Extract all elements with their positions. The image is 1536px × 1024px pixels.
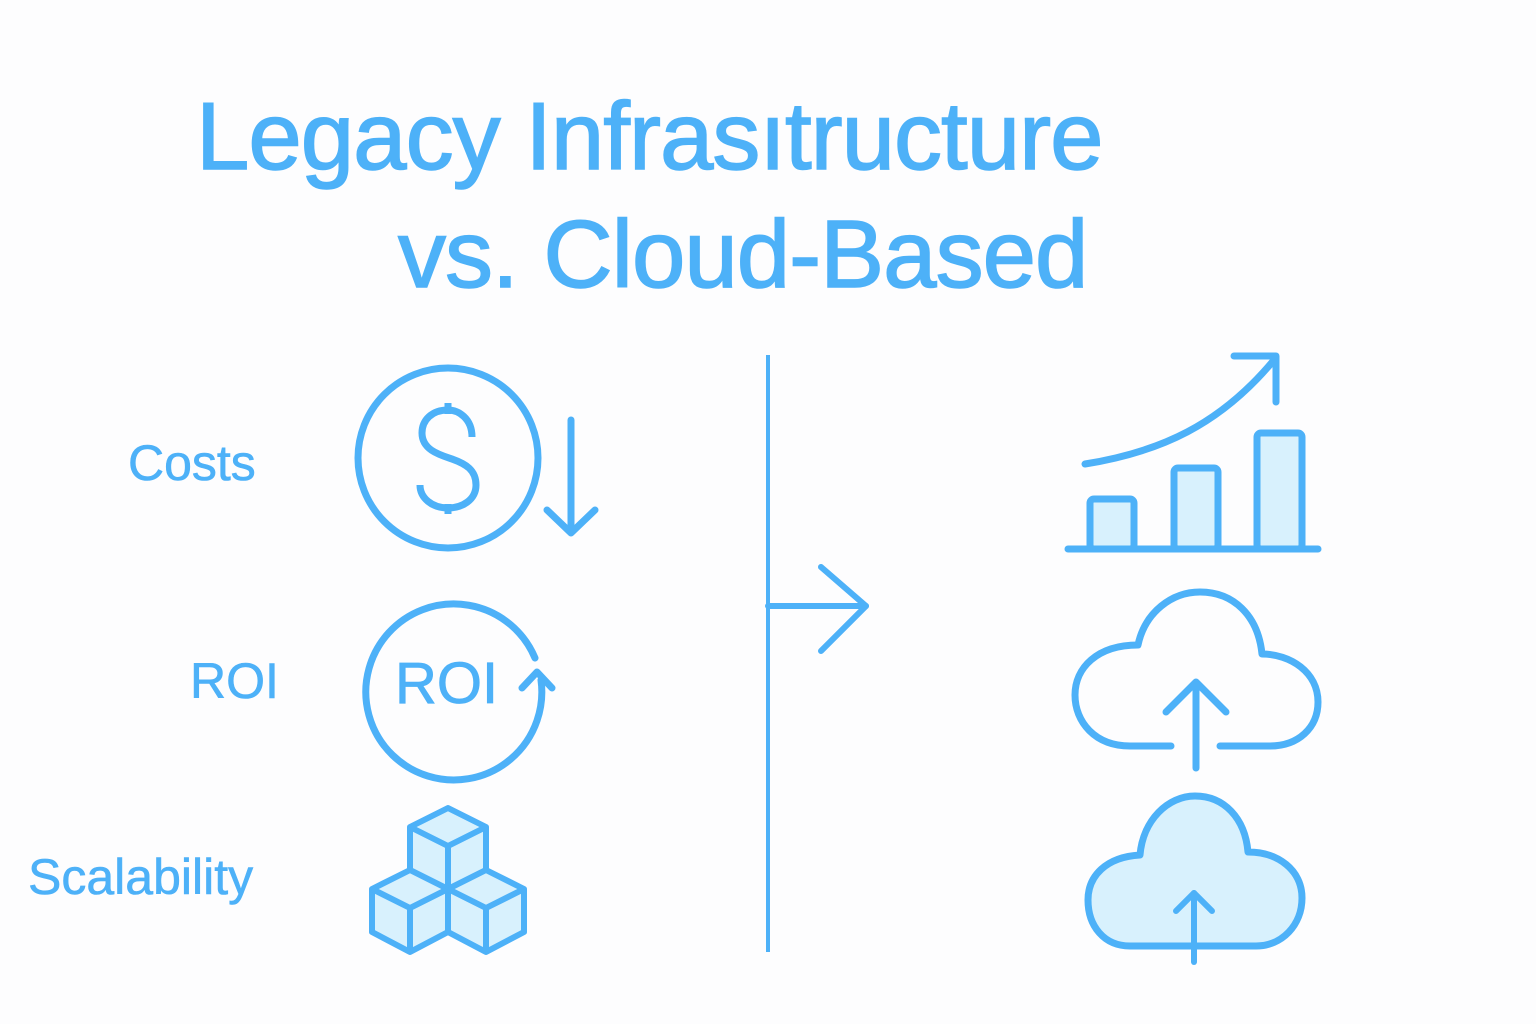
costs-label: Costs [128,435,256,492]
roi-circular-arrow-icon [362,600,556,784]
scalability-label: Scalability [28,849,254,906]
stacked-cubes-icon [369,805,527,955]
roi-icon-text: ROI [395,651,499,717]
cloud-upload-outline-icon [1071,588,1322,772]
right-arrow-icon [765,564,869,654]
cloud-upload-filled-icon [1084,792,1306,965]
center-divider [765,355,869,952]
title-line-1: Legacy Infrasıtructure [195,82,1104,191]
roi-label: ROI [190,653,280,710]
dollar-circle-down-arrow-icon [354,364,599,552]
growth-bar-chart-icon [1064,352,1322,553]
title-line-2: vs. Cloud-Based [397,200,1089,309]
